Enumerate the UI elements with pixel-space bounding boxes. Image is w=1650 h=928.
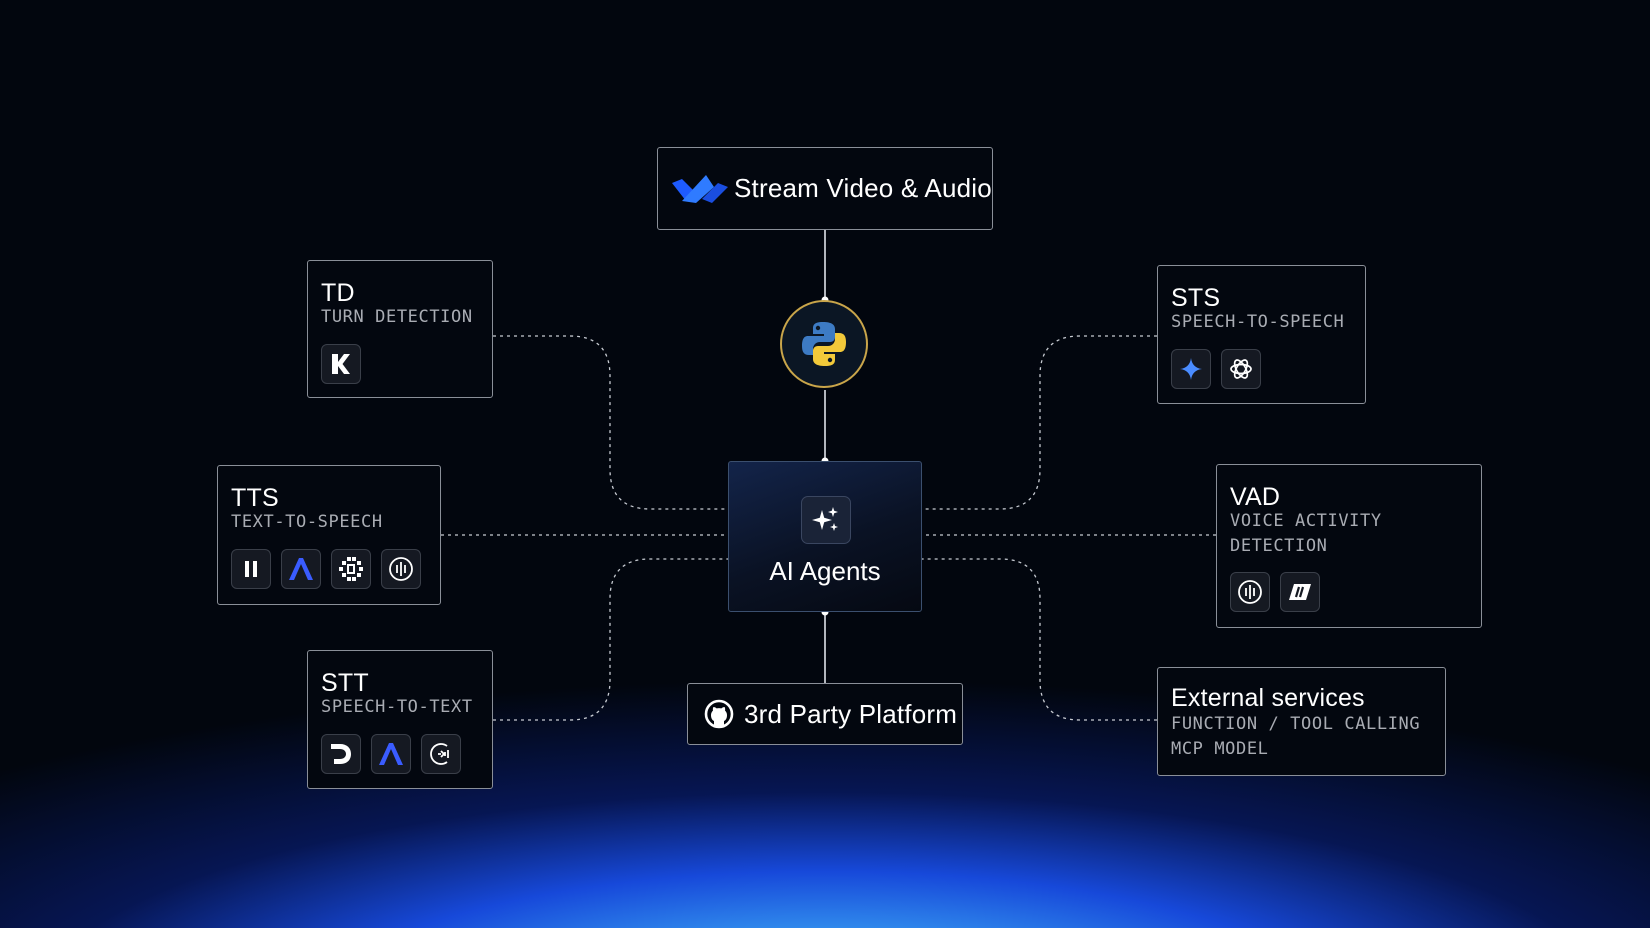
td-subtitle: TURN DETECTION [321,307,473,327]
moon-wave-icon [421,734,461,774]
external-services-title: External services [1171,684,1365,712]
connector-td [493,335,728,510]
ai-agents-box: AI Agents [728,461,922,612]
td-box: TD TURN DETECTION [307,260,493,398]
td-title: TD [321,279,355,307]
tts-subtitle: TEXT-TO-SPEECH [231,512,383,532]
python-node [780,300,868,388]
third-party-platform-label: 3rd Party Platform [744,698,958,729]
pause-bars-icon [231,549,271,589]
sts-title: STS [1171,284,1221,312]
sts-subtitle: SPEECH-TO-SPEECH [1171,312,1345,332]
lambda-a-icon [371,734,411,774]
slash-logo-icon [1280,572,1320,612]
stt-title: STT [321,669,369,697]
stream-video-audio-label: Stream Video & Audio [734,173,992,203]
sts-box: STS SPEECH-TO-SPEECH [1157,265,1366,404]
kaggle-k-icon [321,344,361,384]
tts-title: TTS [231,484,279,512]
gemini-star-icon [1171,349,1211,389]
python-logo [799,319,849,369]
vad-subtitle-line-1: VOICE ACTIVITY [1230,511,1382,531]
vad-subtitle-line-2: DETECTION [1230,536,1328,556]
vad-title: VAD [1230,483,1281,511]
sparkles-icon [801,496,851,544]
connector-stt [493,558,728,721]
vad-box: VAD VOICE ACTIVITY DETECTION [1216,464,1482,628]
external-services-line-1: FUNCTION / TOOL CALLING [1171,714,1421,734]
external-services-box: External services FUNCTION / TOOL CALLIN… [1157,667,1446,776]
stt-box: STT SPEECH-TO-TEXT [307,650,493,789]
github-icon [704,699,734,729]
openai-knot-icon [1221,349,1261,389]
connector-sts [922,335,1157,510]
tts-box: TTS TEXT-TO-SPEECH [217,465,441,605]
lambda-a-icon [281,549,321,589]
waveform-circle-icon [1230,572,1270,612]
stream-logo [672,173,728,205]
ai-agents-label: AI Agents [769,556,881,586]
third-party-platform-box: 3rd Party Platform [687,683,963,745]
connector-ext [922,558,1157,721]
pixel-mark-icon [331,549,371,589]
waveform-circle-icon [381,549,421,589]
stt-subtitle: SPEECH-TO-TEXT [321,697,473,717]
stream-video-audio-box: Stream Video & Audio [657,147,993,230]
deepgram-d-icon [321,734,361,774]
external-services-line-2: MCP MODEL [1171,739,1269,759]
